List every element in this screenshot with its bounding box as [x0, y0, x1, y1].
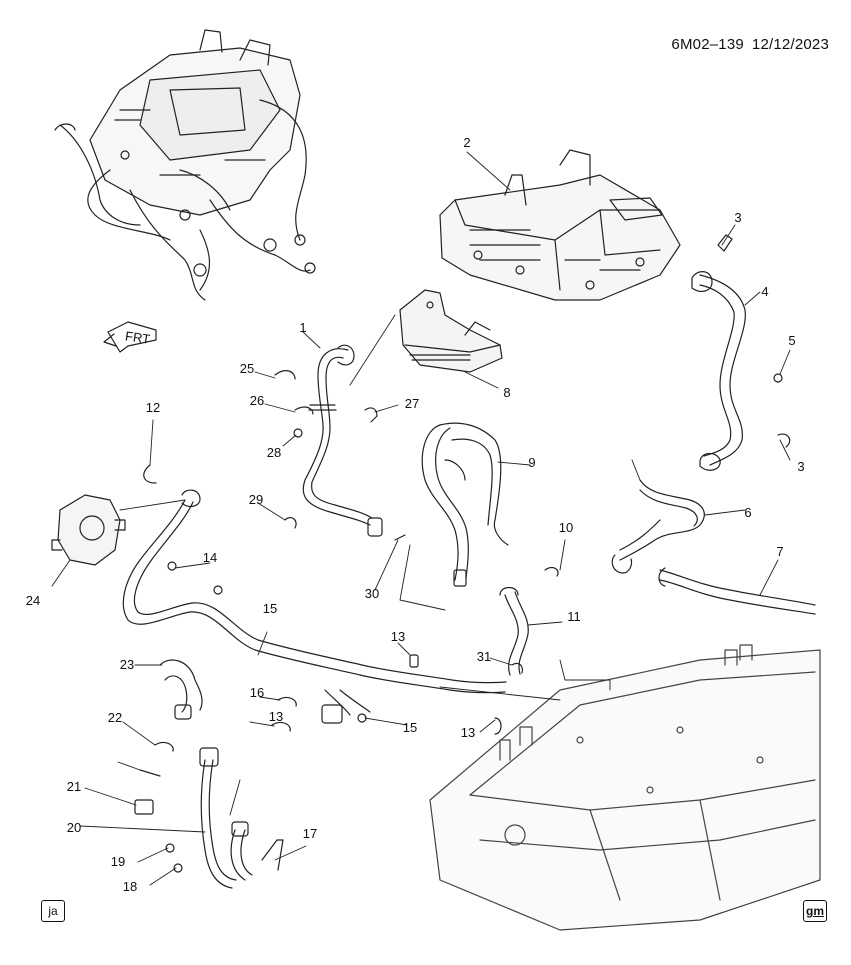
callout-9: 9 — [528, 455, 535, 470]
callout-4: 4 — [761, 284, 768, 299]
callout-11: 11 — [567, 609, 581, 624]
callout-18: 18 — [123, 879, 137, 894]
drive-unit-assembly — [54, 29, 316, 301]
callout-6: 6 — [744, 505, 751, 520]
callout-21: 21 — [67, 779, 81, 794]
callout-22: 22 — [108, 710, 122, 725]
badge-left: ja — [41, 900, 65, 922]
battery-pack-tray — [429, 644, 821, 931]
callout-7: 7 — [776, 544, 783, 559]
callout-20: 20 — [67, 820, 81, 835]
callout-31: 31 — [477, 649, 491, 664]
callout-24: 24 — [26, 593, 40, 608]
callout-2: 2 — [463, 135, 470, 150]
callout-30: 30 — [365, 586, 379, 601]
coolant-pump — [51, 494, 126, 566]
callout-10: 10 — [559, 520, 573, 535]
front-direction-arrow — [103, 321, 157, 353]
coolant-hose-21 — [199, 747, 253, 889]
callout-19: 19 — [111, 854, 125, 869]
diagram-date: 12/12/2023 — [751, 36, 829, 53]
callout-29: 29 — [249, 492, 263, 507]
callout-8: 8 — [503, 385, 510, 400]
callout-1: 1 — [299, 320, 306, 335]
clips-and-fasteners — [134, 234, 791, 873]
callout-12: 12 — [146, 400, 160, 415]
power-inverter-module — [439, 149, 681, 301]
coolant-hose-1 — [302, 344, 383, 537]
callout-13: 13 — [391, 629, 405, 644]
coolant-hose-11 — [499, 586, 529, 676]
callout-15: 15 — [403, 720, 417, 735]
coolant-hose-4 — [691, 271, 746, 471]
callout-5: 5 — [788, 333, 795, 348]
diagram-header: 6M02–139 12/12/2023 — [663, 36, 829, 53]
badge-right: gm — [803, 900, 827, 922]
leader-lines — [51, 151, 791, 886]
callout-labels: 1233456789101112131313141515161718192021… — [26, 135, 805, 894]
coolant-hose-25 — [159, 659, 203, 720]
callout-23: 23 — [120, 657, 134, 672]
callout-27: 27 — [405, 396, 419, 411]
front-direction-label: FRT — [124, 328, 151, 346]
callout-13: 13 — [461, 725, 475, 740]
callout-3: 3 — [734, 210, 741, 225]
callout-25: 25 — [240, 361, 254, 376]
coolant-hose-7 — [658, 567, 816, 615]
callout-15: 15 — [263, 601, 277, 616]
cooler-bracket-assembly — [399, 289, 503, 373]
callout-16: 16 — [250, 685, 264, 700]
callout-13: 13 — [269, 709, 283, 724]
callout-3: 3 — [797, 459, 804, 474]
diagram-id: 6M02–139 — [671, 36, 744, 53]
callout-17: 17 — [303, 826, 317, 841]
coolant-hose-9 — [421, 422, 509, 587]
callout-14: 14 — [203, 550, 217, 565]
coolant-hose-6 — [611, 479, 705, 574]
callout-28: 28 — [267, 445, 281, 460]
callout-26: 26 — [250, 393, 264, 408]
coolant-hose-16 — [122, 489, 507, 724]
